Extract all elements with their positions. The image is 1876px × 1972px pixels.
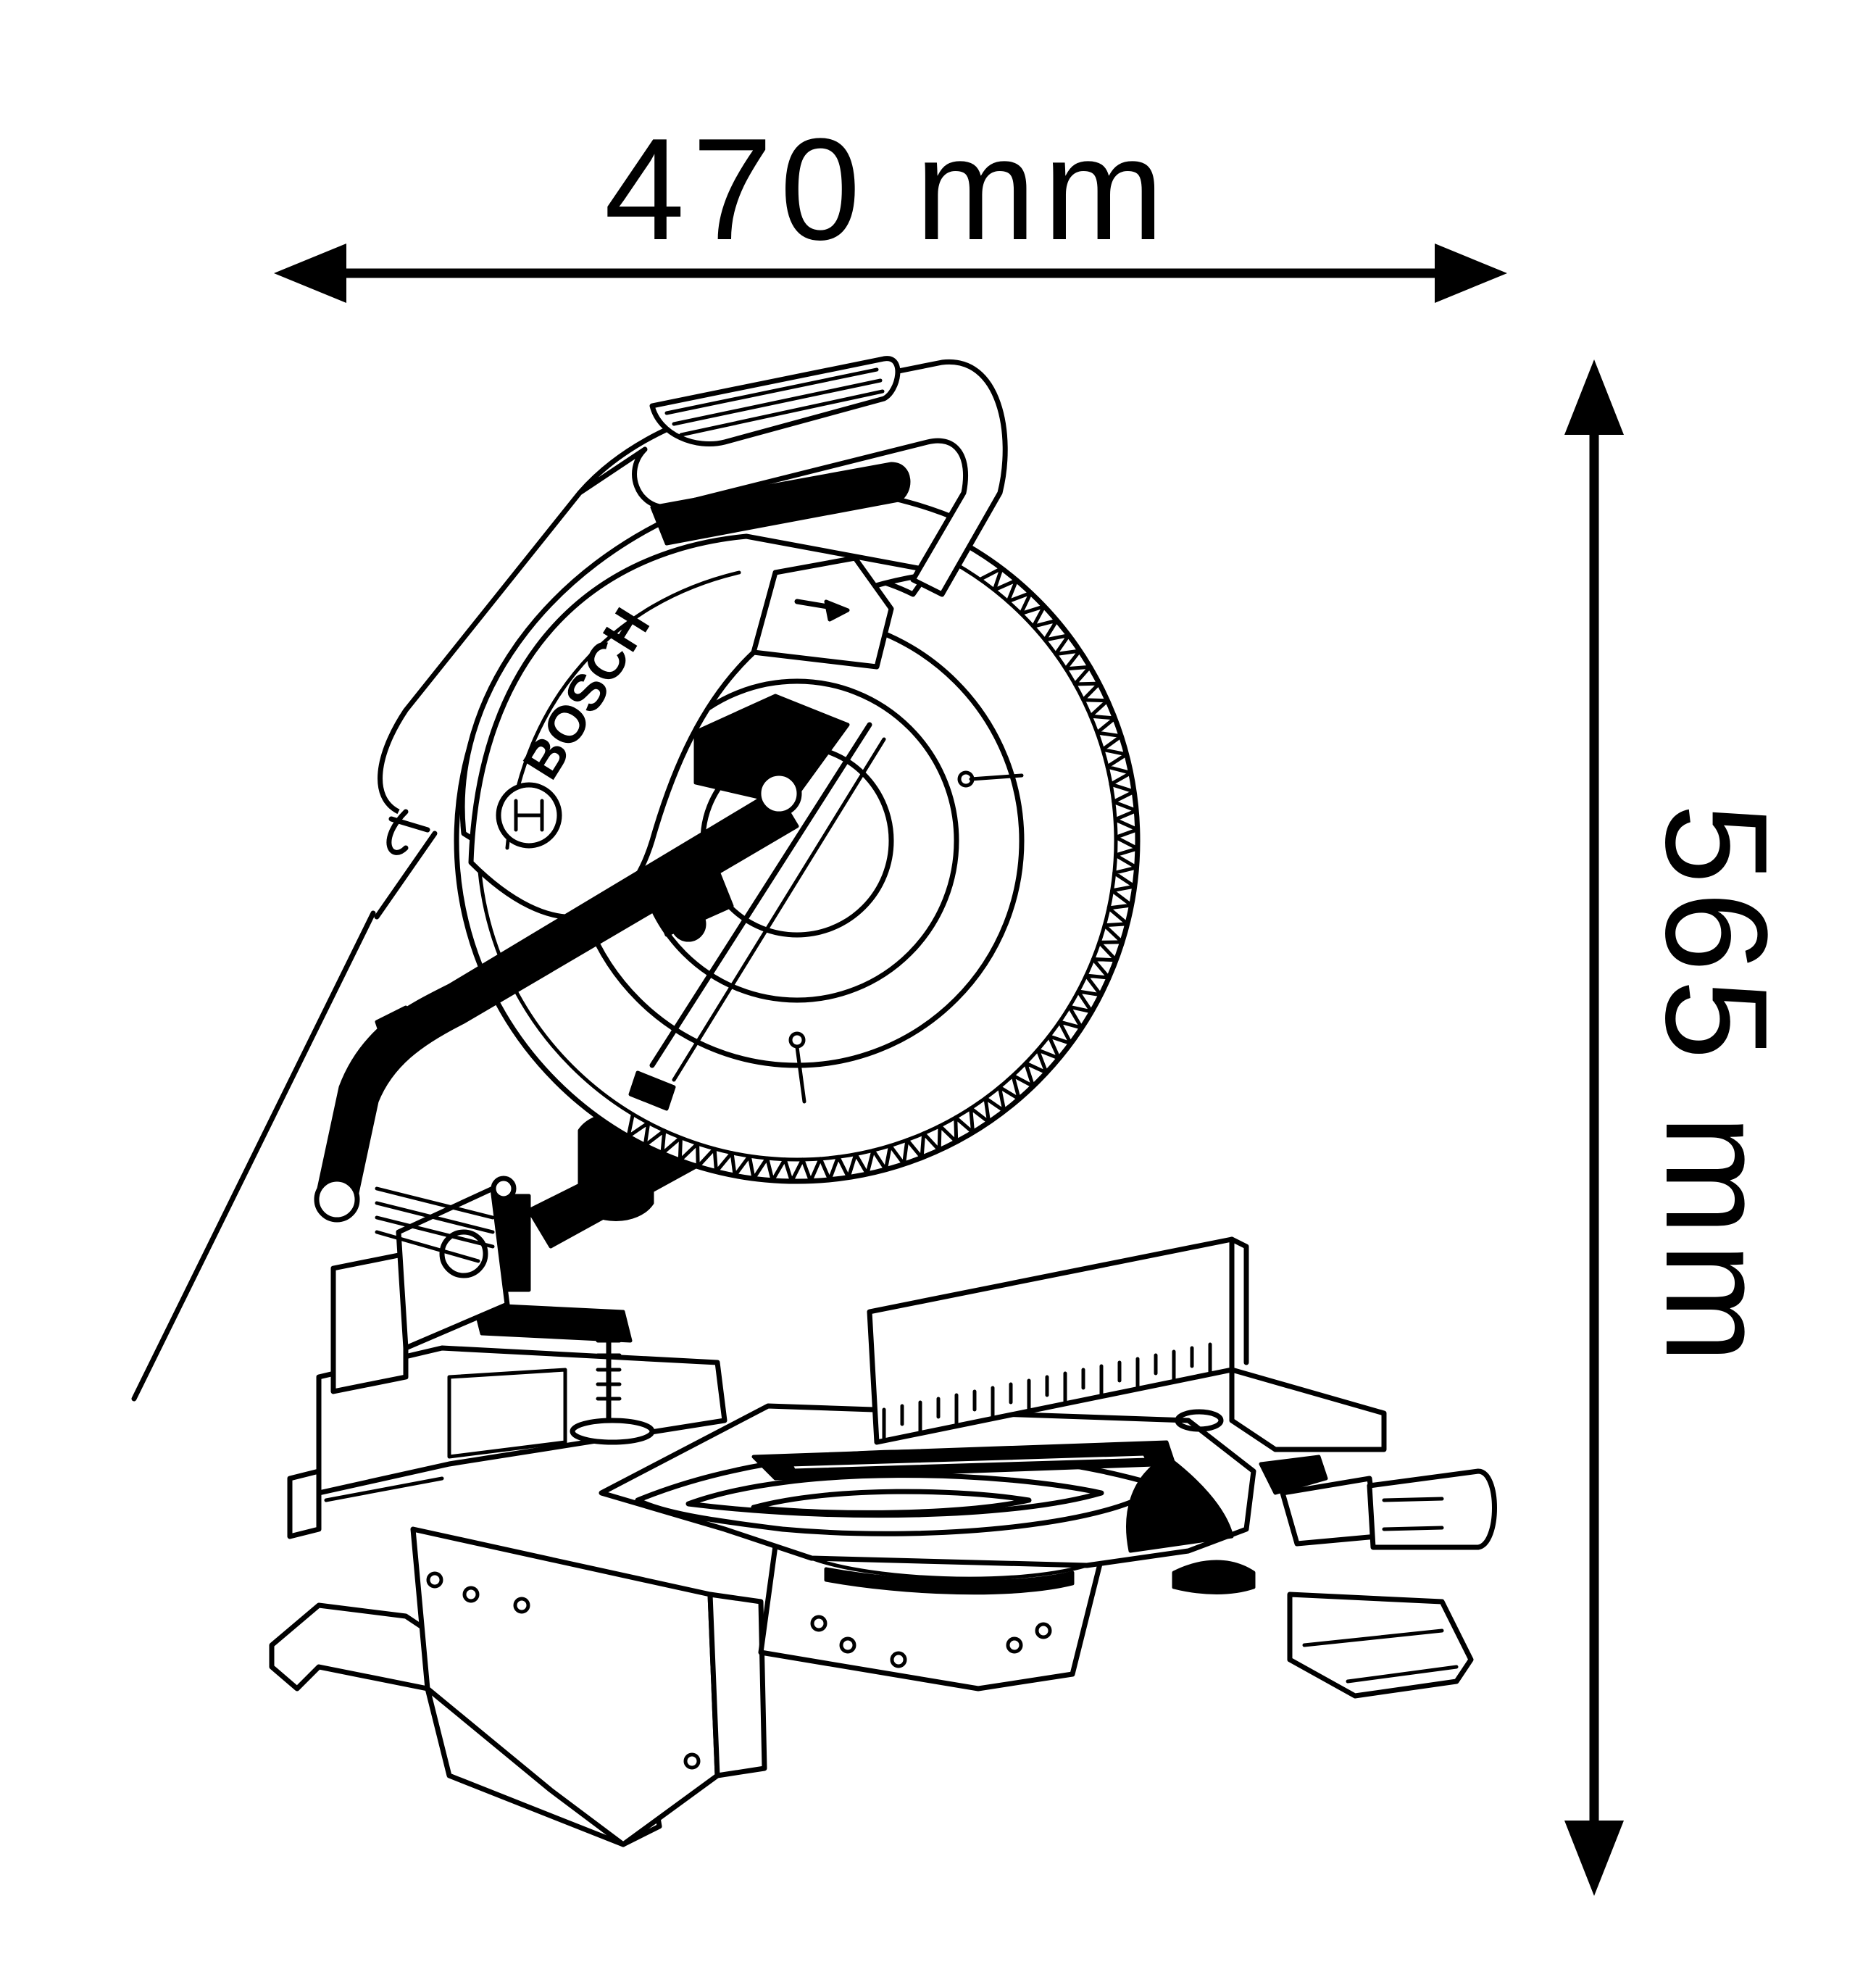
turntable bbox=[599, 1403, 1256, 1595]
height-label: 565 mm bbox=[1635, 804, 1797, 1370]
miter-lock-handle bbox=[1172, 1455, 1497, 1594]
saw-arm bbox=[314, 722, 886, 1223]
width-dimension: 470 mm bbox=[274, 109, 1507, 303]
width-arrow-right-icon bbox=[1435, 244, 1507, 303]
blade-guard: BOSCH bbox=[459, 486, 967, 920]
fence-scale-ticks bbox=[882, 1342, 1212, 1441]
fence bbox=[867, 1236, 1387, 1452]
handle-grip-texture bbox=[664, 367, 885, 437]
width-label: 470 mm bbox=[604, 109, 1171, 270]
height-arrow-bottom-icon bbox=[1564, 1821, 1624, 1896]
saw-handle bbox=[378, 356, 1008, 855]
height-dimension: 565 mm bbox=[1564, 359, 1797, 1896]
blade-teeth-outline bbox=[626, 566, 1140, 1183]
height-arrow-top-icon bbox=[1564, 359, 1624, 435]
width-arrow-left-icon bbox=[274, 244, 346, 303]
miter-saw-illustration: BOSCH bbox=[131, 356, 1497, 1847]
left-work-support bbox=[287, 1345, 728, 1539]
blade-teeth bbox=[626, 566, 1140, 1183]
